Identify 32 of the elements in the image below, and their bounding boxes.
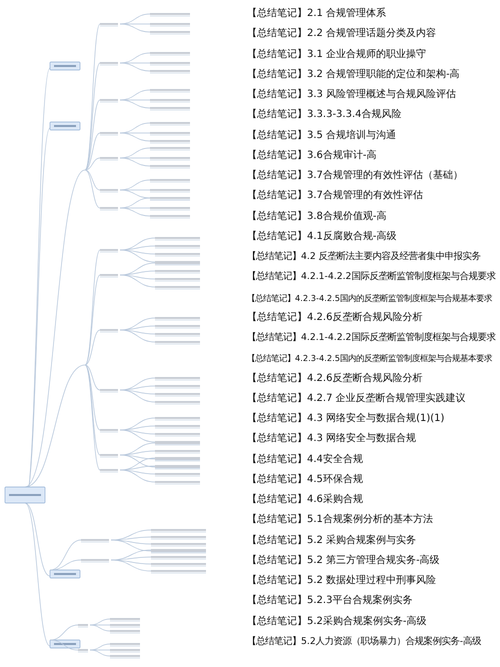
- note-title: 【总结笔记】5.2人力资源（职场暴力）合规案例实务-高级: [247, 634, 482, 649]
- note-title: 【总结笔记】4.2.1-4.2.2国际反垄断监管制度框架与合规要求: [247, 270, 496, 284]
- note-title: 【总结笔记】4.2.6反垄断合规风险分析: [247, 310, 422, 325]
- note-title: 【总结笔记】3.5 合规培训与沟通: [247, 128, 396, 142]
- note-title: 【总结笔记】4.3 网络安全与数据合规: [247, 432, 416, 446]
- note-title: 【总结笔记】3.1 企业合规师的职业操守: [247, 48, 426, 62]
- note-title: 【总结笔记】4.6采购合规: [247, 493, 363, 507]
- note-title: 【总结笔记】5.2.3平台合规案例实务: [247, 594, 412, 608]
- note-title: 【总结笔记】4.1反腐败合规-高级: [247, 230, 397, 244]
- note-title: 【总结笔记】5.2 数据处理过程中刑事风险: [247, 574, 436, 588]
- note-title: 【总结笔记】4.5环保合规: [247, 472, 363, 487]
- note-title: 【总结笔记】3.6合规审计-高: [247, 148, 377, 163]
- note-title: 【总结笔记】3.3.3-3.3.4合规风险: [247, 108, 402, 122]
- note-title: 【总结笔记】4.4安全合规: [247, 452, 363, 466]
- note-title: 【总结笔记】3.3 风险管理概述与合规风险评估: [247, 88, 456, 102]
- note-title: 【总结笔记】4.2.7 企业反垄断合规管理实践建议: [247, 392, 466, 406]
- note-title: 【总结笔记】3.7合规管理的有效性评估: [247, 189, 423, 204]
- note-title: 【总结笔记】4.3 网络安全与数据合规(1)(1): [247, 412, 444, 426]
- note-title: 【总结笔记】2.2 合规管理话题分类及内容: [247, 27, 436, 42]
- note-title: 【总结笔记】4.2.3-4.2.5国内的反垄断监管制度框架与合规基本要求: [247, 292, 492, 304]
- note-title: 【总结笔记】2.1 合规管理体系: [247, 7, 386, 21]
- note-title: 【总结笔记】5.2采购合规案例实务-高级: [247, 614, 427, 628]
- note-title: 【总结笔记】4.2 反垄断法主要内容及经营者集中申报实务: [247, 250, 481, 264]
- note-title: 【总结笔记】4.2.1-4.2.2国际反垄断监管制度框架与合规要求: [247, 331, 496, 345]
- note-title: 【总结笔记】3.2 合规管理职能的定位和架构-高: [247, 68, 460, 82]
- note-title: 【总结笔记】4.2.3-4.2.5国内的反垄断监管制度框架与合规基本要求: [247, 352, 492, 366]
- note-title: 【总结笔记】5.2 第三方管理合规实务-高级: [247, 554, 440, 568]
- note-title: 【总结笔记】5.1合规案例分析的基本方法: [247, 513, 433, 528]
- note-title: 【总结笔记】4.2.6反垄断合规风险分析: [247, 372, 422, 386]
- note-title: 【总结笔记】3.7合规管理的有效性评估（基础）: [247, 169, 463, 183]
- note-title: 【总结笔记】5.2 采购合规案例与实务: [247, 534, 416, 548]
- note-title: 【总结笔记】3.8合规价值观-高: [247, 210, 387, 224]
